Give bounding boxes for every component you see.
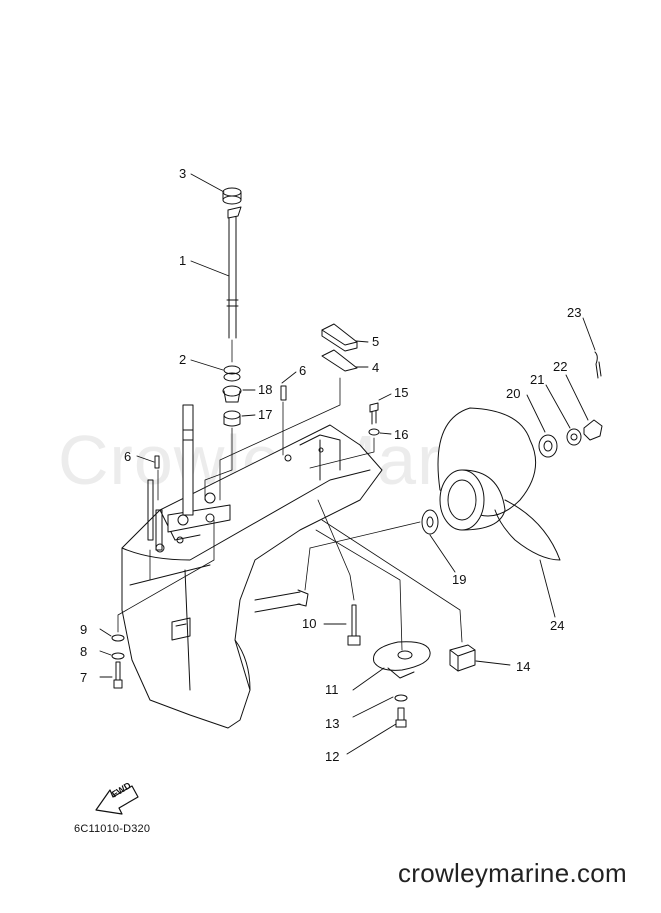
callout-3: 3 — [179, 166, 187, 181]
callout-21: 21 — [530, 372, 545, 387]
callout-15: 15 — [394, 385, 409, 400]
callout-2: 2 — [179, 352, 187, 367]
lower-unit-housing — [121, 404, 383, 729]
callout-19: 19 — [452, 572, 467, 587]
callout-10: 10 — [302, 616, 317, 631]
callout-13: 13 — [325, 716, 340, 731]
callout-18: 18 — [258, 382, 273, 397]
diagram-code: 6C11010-D320 — [74, 823, 151, 835]
callout-6-top: 6 — [299, 363, 307, 378]
fwd-arrow-icon — [95, 785, 139, 815]
callout-6-left: 6 — [124, 449, 132, 464]
brand-url[interactable]: crowleymarine.com — [397, 858, 627, 888]
callout-7: 7 — [80, 670, 88, 685]
callout-1: 1 — [179, 253, 187, 268]
callout-22: 22 — [553, 359, 568, 374]
callout-11: 11 — [325, 682, 339, 697]
callout-16: 16 — [394, 427, 409, 442]
callout-23: 23 — [567, 305, 582, 320]
callout-5: 5 — [372, 334, 380, 349]
callout-20: 20 — [506, 386, 521, 401]
callout-9: 9 — [80, 622, 88, 637]
callout-4: 4 — [372, 360, 380, 375]
callout-8: 8 — [80, 644, 88, 659]
propeller — [437, 407, 561, 561]
callout-17: 17 — [258, 407, 273, 422]
callout-12: 12 — [325, 749, 340, 764]
callout-14: 14 — [516, 659, 531, 674]
callout-24: 24 — [550, 618, 565, 633]
